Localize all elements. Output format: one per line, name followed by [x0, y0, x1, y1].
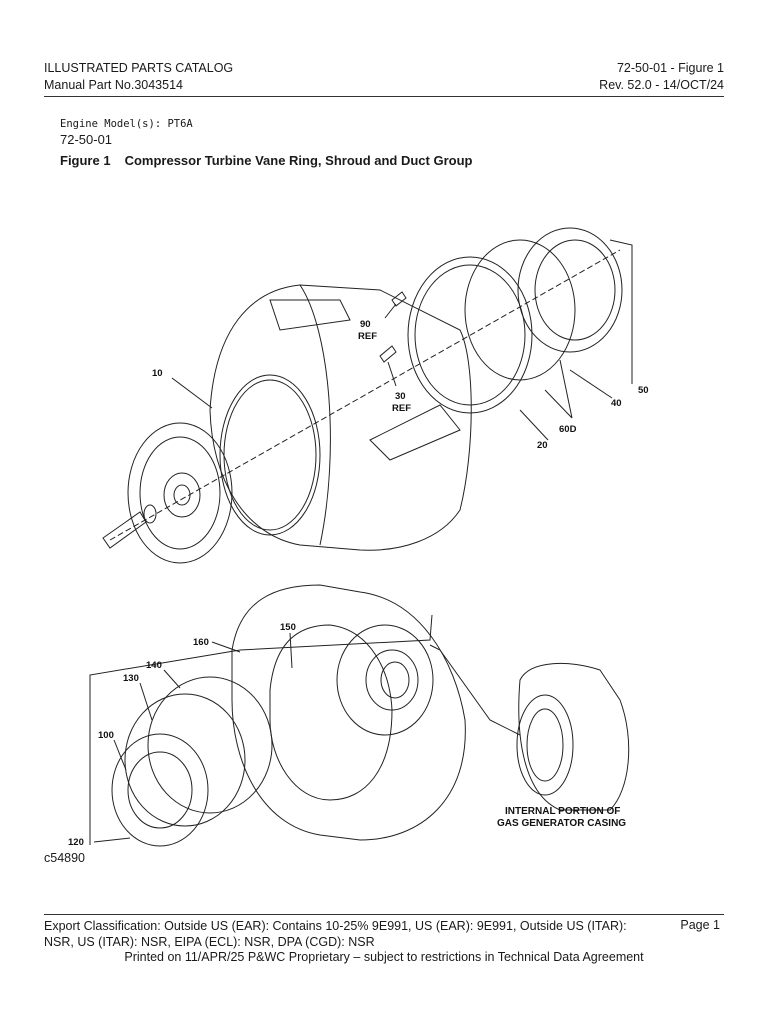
- callout-30: 30: [395, 391, 406, 402]
- flange-ring-150-hub: [380, 661, 410, 699]
- ring-100-inner: [127, 751, 193, 829]
- lower-duct-inner: [269, 624, 393, 801]
- gas-generator-casing: [518, 662, 630, 811]
- figure-number: Figure 1: [60, 153, 111, 168]
- internal-portion-label-line2: GAS GENERATOR CASING: [497, 818, 626, 829]
- frame-line-top: [239, 614, 433, 651]
- section-number: 72-50-01: [60, 132, 113, 147]
- callout-10: 10: [152, 368, 163, 379]
- duct-shell-cutout: [269, 299, 351, 331]
- page-number: Page 1: [680, 918, 720, 932]
- gas-generator-casing-inner: [526, 708, 564, 782]
- leader-130: [139, 682, 153, 721]
- leader-100: [113, 739, 127, 771]
- dowel-90: [391, 291, 407, 307]
- frame-line-left: [89, 649, 241, 845]
- callout-130: 130: [123, 673, 139, 684]
- shroud-ring-50: [517, 227, 623, 353]
- manual-part-number: Manual Part No.3043514: [44, 78, 183, 92]
- leader-gas-casing: [429, 644, 521, 736]
- dowel-30: [379, 345, 397, 363]
- callout-140: 140: [146, 660, 162, 671]
- callout-60d: 60D: [559, 424, 577, 435]
- header-right: 72-50-01 - Figure 1 Rev. 52.0 - 14/OCT/2…: [599, 60, 724, 94]
- front-ring: [219, 374, 321, 536]
- lower-assembly: [89, 584, 630, 847]
- leader-140: [163, 669, 181, 689]
- footer-divider: [44, 914, 724, 915]
- ring-140: [147, 676, 273, 814]
- header-left: ILLUSTRATED PARTS CATALOG Manual Part No…: [44, 60, 233, 94]
- print-notice: Printed on 11/APR/25 P&WC Proprietary – …: [124, 950, 644, 964]
- callout-labels: 10 90 REF 30 REF 20 60D 40 50 160 150 14…: [68, 319, 649, 848]
- figure-reference: 72-50-01 - Figure 1: [616, 61, 724, 75]
- callout-30-ref: REF: [392, 403, 411, 414]
- front-ring-inner: [223, 379, 317, 531]
- callout-90: 90: [360, 319, 371, 330]
- leader-50: [609, 239, 633, 384]
- engine-models: Engine Model(s): PT6A: [60, 118, 193, 130]
- leader-90: [384, 303, 397, 319]
- callout-20: 20: [537, 440, 548, 451]
- duct-shell-seam: [299, 284, 331, 546]
- lower-duct: [231, 584, 466, 841]
- flange-ring-150-inner: [365, 649, 419, 711]
- callout-150: 150: [280, 622, 296, 633]
- leader-20: [519, 409, 549, 441]
- leader-120: [93, 837, 131, 843]
- header-divider: [44, 96, 724, 97]
- vane-ring-inner: [139, 436, 221, 550]
- catalog-title: ILLUSTRATED PARTS CATALOG: [44, 61, 234, 75]
- gas-generator-casing-ring: [516, 694, 574, 796]
- leader-10: [171, 377, 213, 409]
- bolt-washer: [143, 504, 157, 524]
- shroud-ring-40: [464, 239, 576, 381]
- shroud-ring-20: [407, 256, 533, 414]
- duct-inner-panel: [369, 404, 461, 461]
- vane-ring: [127, 422, 233, 564]
- centerline-upper: [109, 249, 621, 541]
- figure-title-text: Compressor Turbine Vane Ring, Shroud and…: [124, 153, 473, 168]
- drawing-number: c54890: [44, 851, 86, 865]
- callout-100: 100: [98, 730, 114, 741]
- figure-title: Figure 1 Compressor Turbine Vane Ring, Sh…: [60, 153, 472, 168]
- shroud-ring-50-inner: [534, 239, 616, 341]
- bolt: [102, 511, 147, 549]
- ring-100: [111, 733, 209, 847]
- leader-160: [211, 641, 241, 653]
- shroud-ring-20-inner: [414, 264, 526, 406]
- vane-ring-hub: [163, 472, 201, 518]
- leader-40: [569, 369, 613, 399]
- callout-90-ref: REF: [358, 331, 377, 342]
- callout-120: 120: [68, 837, 84, 848]
- callout-50: 50: [638, 385, 649, 396]
- leader-30: [387, 361, 397, 387]
- callout-160: 160: [193, 637, 209, 648]
- callout-40: 40: [611, 398, 622, 409]
- ring-130: [124, 693, 246, 827]
- leader-150: [289, 632, 293, 669]
- duct-shell: [209, 284, 472, 551]
- internal-portion-label-line1: INTERNAL PORTION OF: [505, 806, 620, 817]
- upper-assembly: [102, 227, 633, 564]
- flange-ring-150: [336, 624, 434, 736]
- revision: Rev. 52.0 - 14/OCT/24: [599, 78, 724, 92]
- leader-60d: [544, 359, 573, 419]
- export-classification: Export Classification: Outside US (EAR):…: [44, 919, 627, 949]
